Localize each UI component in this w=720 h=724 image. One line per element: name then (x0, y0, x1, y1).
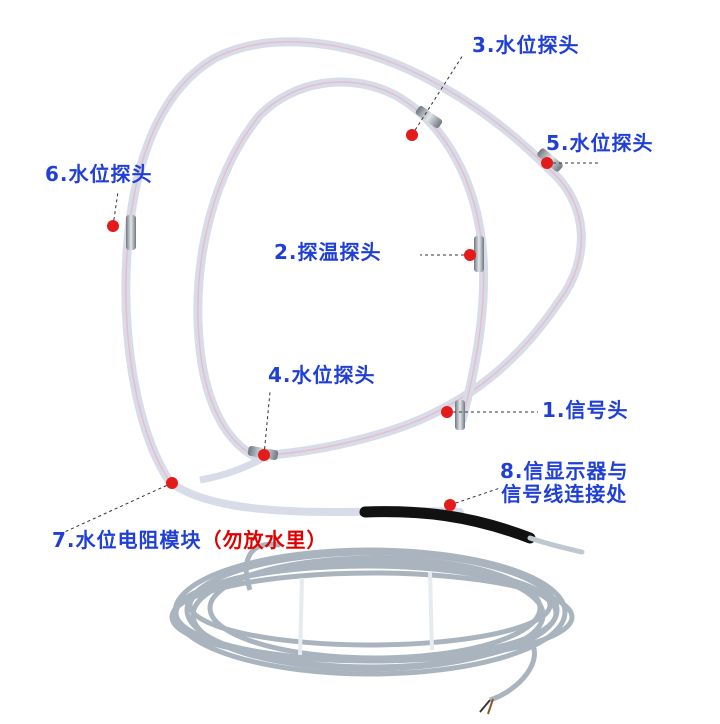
label-probe-4: 4.水位探头 (268, 363, 376, 387)
marker-4 (258, 449, 270, 461)
label-probe-6: 6.水位探头 (45, 162, 153, 186)
metal-probes (126, 106, 563, 461)
cable-end-wires (479, 698, 494, 715)
marker-5 (541, 157, 553, 169)
label-connection-8-line1: 8.信显示器与 (500, 459, 629, 483)
label-probe-3: 3.水位探头 (472, 33, 580, 57)
probe-6 (126, 215, 136, 250)
inner-tube-loop (193, 77, 489, 463)
label-probe-5: 5.水位探头 (546, 131, 654, 155)
black-sleeve (359, 506, 585, 555)
marker-8 (444, 499, 456, 511)
label-resistor-module-7-text: 7.水位电阻模块 (52, 528, 202, 552)
label-resistor-module-7: 7.水位电阻模块（勿放水里） (52, 529, 328, 552)
probe-2 (474, 236, 484, 272)
label-warning: （勿放水里） (201, 528, 328, 552)
label-connection-8: 8.信显示器与 信号线连接处 (500, 460, 629, 506)
lead-wire (166, 451, 464, 517)
marker-1 (441, 406, 453, 418)
marker-3 (406, 129, 418, 141)
label-signal-head-1: 1.信号头 (542, 398, 629, 422)
label-temp-probe-2: 2.探温探头 (274, 240, 382, 264)
red-markers (107, 129, 553, 511)
probe-3 (415, 106, 443, 128)
marker-2 (464, 249, 476, 261)
leader-lines (57, 54, 600, 536)
probe-1 (455, 400, 465, 430)
marker-7 (166, 477, 178, 489)
marker-6 (107, 220, 119, 232)
coiled-cable (169, 541, 575, 703)
label-connection-8-line2: 信号线连接处 (501, 482, 628, 506)
